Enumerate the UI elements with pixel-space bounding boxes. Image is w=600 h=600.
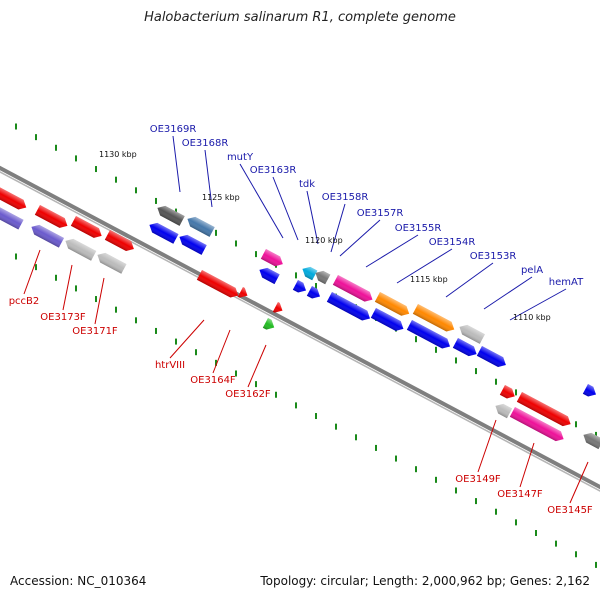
gene-label-hemAT: hemAT (549, 277, 584, 288)
gene-arrow (452, 338, 477, 357)
gene-label-mutY: mutY (227, 152, 254, 163)
leader-line (306, 190, 319, 245)
leader-line (330, 203, 346, 253)
gene-label-OE3157R: OE3157R (357, 208, 404, 219)
gene-label-OE3145F: OE3145F (547, 505, 593, 516)
genome-backbone (0, 165, 600, 492)
gene-label-tdk: tdk (299, 179, 315, 190)
gene-arrow (179, 234, 207, 255)
map-title: Halobacterium salinarum R1, complete gen… (144, 10, 456, 25)
leader-line (272, 176, 299, 241)
gene-arrow (272, 302, 283, 313)
gene-arrow (259, 267, 280, 285)
gene-arrow (31, 224, 65, 248)
gene-arrow (306, 286, 321, 299)
leader-line (247, 344, 267, 388)
kbp-label: 1125 kbp (202, 193, 240, 202)
gene-features (0, 182, 600, 450)
gene-arrow (495, 403, 513, 419)
gene-arrow (157, 205, 185, 226)
gene-arrow (370, 308, 404, 331)
gene-arrow (459, 324, 485, 344)
kbp-label: 1115 kbp (410, 275, 448, 284)
gene-label-htrVIII: htrVIII (155, 360, 185, 371)
gene-label-OE3153R: OE3153R (470, 251, 517, 262)
kbp-label: 1110 kbp (513, 313, 551, 322)
gene-arrow (509, 407, 564, 442)
gene-label-pelA: pelA (521, 265, 543, 276)
gene-label-OE3154R: OE3154R (429, 237, 476, 248)
gene-arrow (187, 216, 215, 237)
gene-label-OE3168R: OE3168R (182, 138, 229, 149)
gene-label-OE3158R: OE3158R (322, 192, 369, 203)
gene-arrow (149, 222, 179, 244)
leader-line (445, 262, 494, 298)
gene-arrow (516, 392, 571, 427)
gene-arrow (260, 249, 283, 267)
accession-text: Accession: NC_010364 (10, 574, 147, 588)
gene-arrow (262, 318, 275, 330)
gene-arrow (582, 384, 597, 397)
gene-label-pccB2: pccB2 (9, 296, 40, 307)
leader-line (169, 319, 205, 359)
gene-arrow (65, 238, 97, 261)
leader-line (519, 442, 535, 488)
leader-line (172, 135, 181, 193)
leader-line (509, 288, 567, 321)
leader-line (62, 264, 73, 311)
gene-label-OE3162F: OE3162F (225, 389, 271, 400)
leader-line (212, 329, 231, 374)
gene-arrow (406, 320, 451, 349)
kbp-label: 1120 kbp (305, 236, 343, 245)
leader-line (239, 163, 284, 239)
labels: 1130 kbp 1125 kbp 1120 kbp 1115 kbp 1110 kbp… (9, 124, 593, 516)
gene-label-OE3169R: OE3169R (150, 124, 197, 135)
gene-arrow (0, 182, 27, 210)
gene-label-OE3173F: OE3173F (40, 312, 86, 323)
gene-label-OE3163R: OE3163R (250, 165, 297, 176)
gene-arrow (332, 275, 373, 302)
gene-label-OE3155R: OE3155R (395, 223, 442, 234)
gene-arrow (499, 385, 515, 399)
gene-label-OE3164F: OE3164F (190, 375, 236, 386)
gene-arrow (104, 230, 134, 251)
label-leaders (23, 135, 589, 504)
leader-line (339, 219, 381, 257)
gene-arrow (374, 292, 410, 316)
backbone-line (0, 171, 600, 492)
backbone-line (0, 165, 600, 490)
kbp-label: 1130 kbp (99, 150, 137, 159)
topology-text: Topology: circular; Length: 2,000,962 bp… (260, 574, 590, 588)
leader-line (569, 461, 589, 504)
gene-label-OE3171F: OE3171F (72, 326, 118, 337)
gene-arrow (237, 287, 248, 298)
leader-line (23, 249, 41, 295)
leader-line (365, 234, 419, 268)
gene-arrow (315, 270, 331, 285)
leader-line (94, 277, 105, 325)
gene-arrow (412, 304, 455, 332)
gene-arrow (196, 270, 239, 298)
leader-line (204, 149, 213, 208)
gene-arrow (292, 280, 307, 293)
leader-line (396, 248, 453, 284)
gene-arrow (70, 216, 102, 238)
gene-arrow (97, 252, 127, 274)
gene-label-OE3147F: OE3147F (497, 489, 543, 500)
gene-arrow (34, 205, 68, 228)
leader-line (477, 419, 497, 473)
gene-label-OE3149F: OE3149F (455, 474, 501, 485)
gene-arrow (302, 266, 318, 281)
gene-arrow (476, 346, 506, 367)
gene-arrow (583, 432, 600, 450)
gene-arrow (0, 204, 24, 230)
gene-arrow (326, 292, 371, 321)
leader-line (483, 276, 533, 310)
